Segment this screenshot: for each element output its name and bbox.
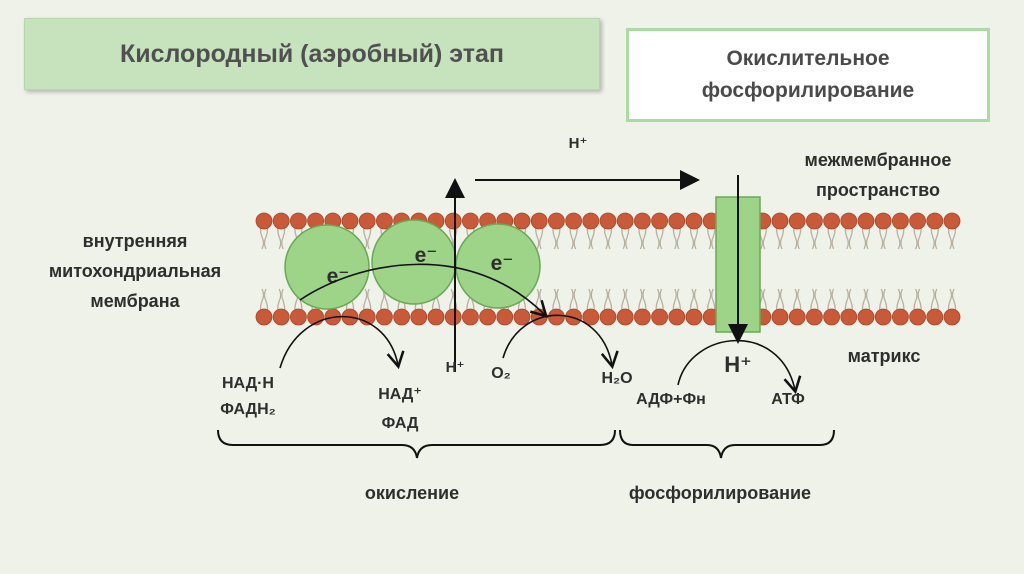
oxidation-label: окисление <box>365 483 459 503</box>
intermembrane-label-line1: межмембранное <box>805 150 952 170</box>
lipid-head <box>824 309 840 325</box>
lipid-head <box>462 309 478 325</box>
oxidation-brace <box>218 430 615 458</box>
lipid-head <box>858 213 874 229</box>
lipid-head <box>480 309 496 325</box>
lipid-head <box>910 309 926 325</box>
lipid-head <box>359 213 375 229</box>
lipid-head <box>290 309 306 325</box>
lipid-head <box>273 309 289 325</box>
inner-membrane-label-line3: мембрана <box>90 291 180 311</box>
lipid-head <box>824 213 840 229</box>
lipid-head <box>548 213 564 229</box>
lipid-head <box>634 213 650 229</box>
lipid-head <box>462 213 478 229</box>
lipid-head <box>342 213 358 229</box>
intermembrane-label-line2: пространство <box>816 180 940 200</box>
proton-bottom-label: H⁺ <box>446 359 465 376</box>
lipid-head <box>927 309 943 325</box>
lipid-head <box>910 213 926 229</box>
adp-label: АДФ+Фн <box>636 391 706 408</box>
o2-label: O₂ <box>491 365 511 382</box>
lipid-head <box>600 309 616 325</box>
electron-label-2: e⁻ <box>415 244 438 267</box>
lipid-head <box>944 213 960 229</box>
lipid-head <box>892 213 908 229</box>
lipid-head <box>927 213 943 229</box>
lipid-head <box>428 309 444 325</box>
lipid-head <box>875 309 891 325</box>
proton-top-label: H⁺ <box>569 135 588 152</box>
atp-label: АТФ <box>771 391 805 408</box>
lipid-head <box>652 309 668 325</box>
lipid-head <box>376 309 392 325</box>
lipid-head <box>497 309 513 325</box>
lipid-head <box>806 309 822 325</box>
fad-label: ФАД <box>382 415 419 432</box>
lipid-head <box>514 309 530 325</box>
lipid-head <box>841 213 857 229</box>
inner-membrane-label-line1: внутренняя <box>83 231 188 251</box>
lipid-head <box>789 213 805 229</box>
lipid-head <box>669 213 685 229</box>
h2o-label: H₂O <box>601 370 632 387</box>
lipid-head <box>376 213 392 229</box>
lipid-head <box>841 309 857 325</box>
inner-membrane-label-line2: митохондриальная <box>49 261 221 281</box>
lipid-head <box>548 309 564 325</box>
lipid-head <box>875 213 891 229</box>
lipid-head <box>686 309 702 325</box>
phosphorylation-label: фосфорилирование <box>629 483 811 503</box>
lipid-head <box>944 309 960 325</box>
nad-label: НАД⁺ <box>378 386 422 403</box>
lipid-head <box>566 213 582 229</box>
lipid-head <box>445 213 461 229</box>
lipid-head <box>858 309 874 325</box>
lipid-head <box>411 309 427 325</box>
lipid-head <box>394 309 410 325</box>
lipid-head <box>583 213 599 229</box>
phosphorylation-brace <box>620 430 834 458</box>
lipid-head <box>806 213 822 229</box>
nadh-label: НАД·Н <box>222 375 274 392</box>
lipid-head <box>256 309 272 325</box>
lipid-head <box>772 213 788 229</box>
lipid-head <box>514 213 530 229</box>
fadh2-label: ФАДН₂ <box>220 401 275 418</box>
lipid-head <box>273 213 289 229</box>
lipid-head <box>600 213 616 229</box>
lipid-head <box>772 309 788 325</box>
lipid-head <box>686 213 702 229</box>
lipid-head <box>892 309 908 325</box>
lipid-head <box>652 213 668 229</box>
lipid-head <box>669 309 685 325</box>
lipid-head <box>290 213 306 229</box>
lipid-head <box>531 213 547 229</box>
lipid-head <box>634 309 650 325</box>
lipid-head <box>789 309 805 325</box>
matrix-label: матрикс <box>848 346 921 366</box>
lipid-head <box>445 309 461 325</box>
electron-label-3: e⁻ <box>491 252 514 275</box>
lipid-head <box>617 213 633 229</box>
proton-atp-label: H⁺ <box>724 352 752 377</box>
lipid-head <box>617 309 633 325</box>
lipid-head <box>256 213 272 229</box>
